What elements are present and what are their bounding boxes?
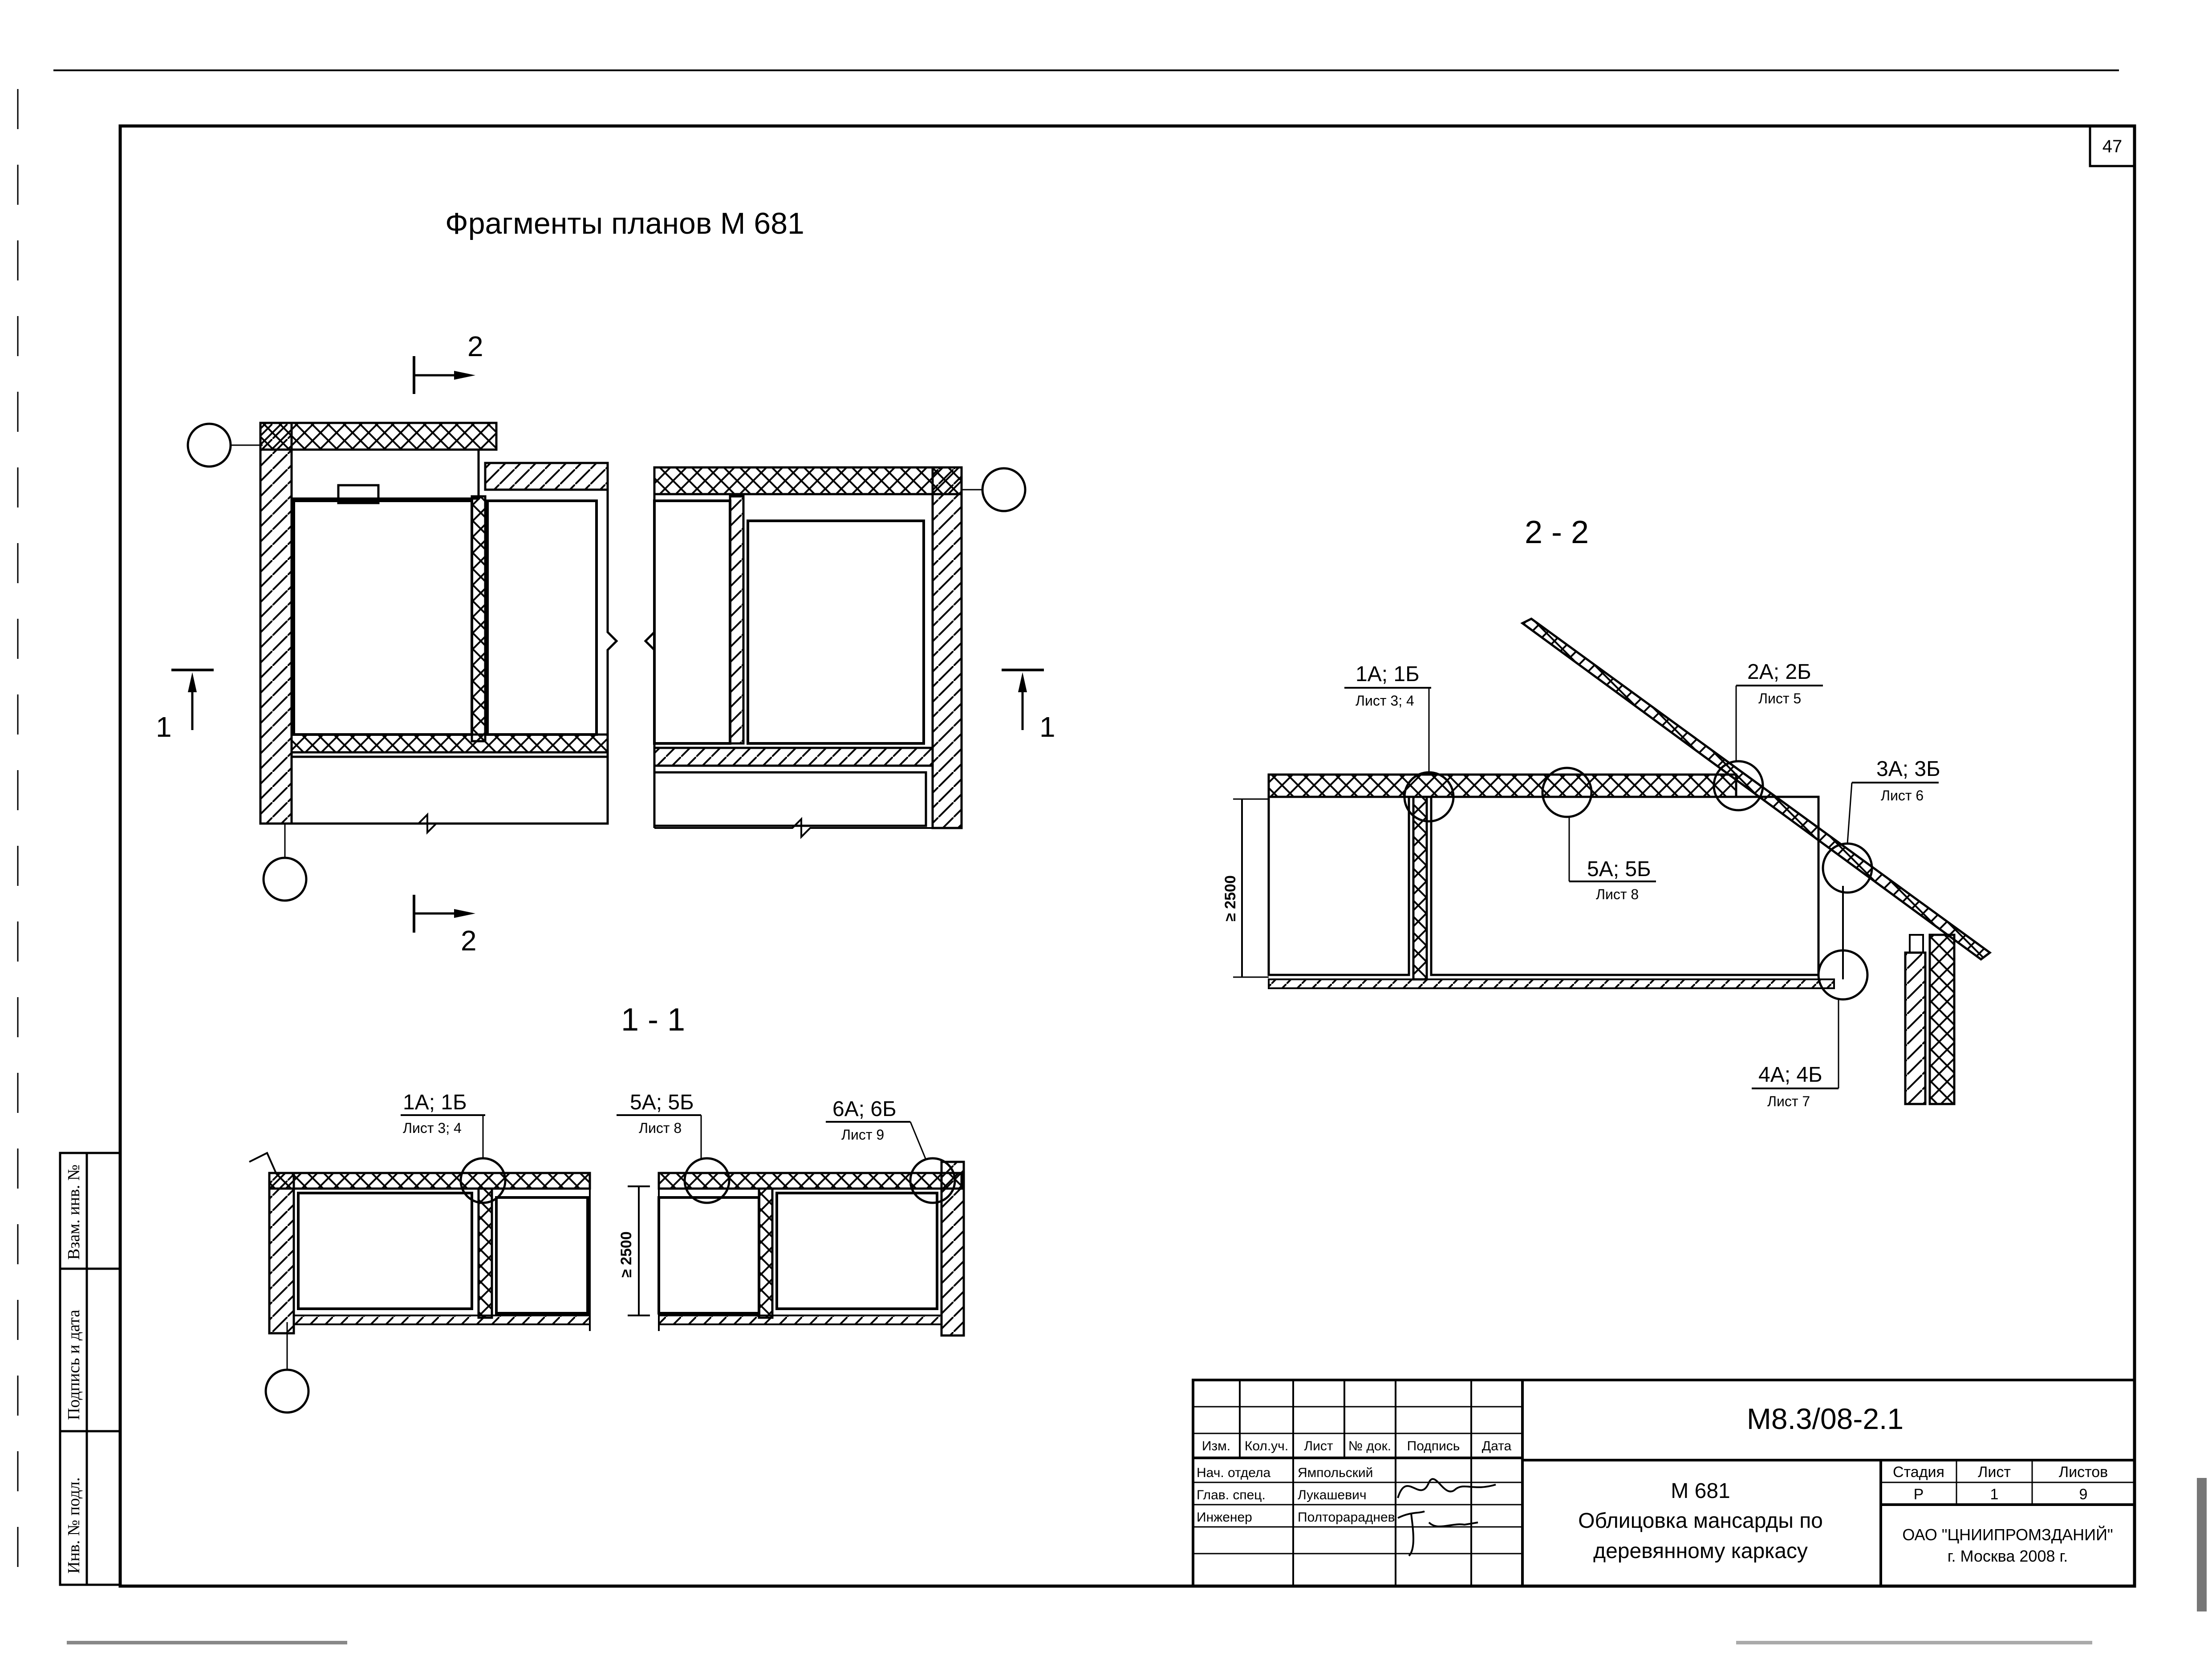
sheet-frame	[118, 124, 2136, 1588]
name-1: Ямпольский	[1298, 1465, 1373, 1480]
svg-text:1А; 1Б: 1А; 1Б	[403, 1091, 467, 1114]
callout-2-2-e: 4А; 4Б Лист 7	[1752, 999, 1839, 1109]
plan-fragment-right	[644, 466, 963, 839]
col-sign: Подпись	[1407, 1439, 1460, 1453]
callout-2-2-d: 5А; 5Б Лист 8	[1568, 817, 1656, 902]
svg-text:Лист 8: Лист 8	[1596, 886, 1639, 902]
org-city-year: г. Москва 2008 г.	[1948, 1547, 2068, 1565]
signature-1	[1397, 1478, 1496, 1498]
scan-edge-marks	[17, 89, 2207, 1644]
node-circle	[1817, 949, 1869, 1001]
node-circle	[909, 1157, 956, 1204]
section-cut-1-left: 1	[156, 669, 214, 743]
svg-text:Лист 3; 4: Лист 3; 4	[403, 1120, 462, 1136]
sheet-header: Лист	[1978, 1464, 2011, 1481]
node-circle	[683, 1157, 731, 1204]
title-block-grid	[1192, 1379, 2136, 1587]
page-number: 47	[2102, 137, 2123, 156]
col-list: Лист	[1304, 1439, 1333, 1453]
sheets-header: Листов	[2059, 1464, 2108, 1481]
axis-marker-circle	[264, 1368, 310, 1414]
doc-title-2: Облицовка мансарды по	[1578, 1509, 1823, 1533]
svg-text:1: 1	[1039, 711, 1055, 743]
sheets-value: 9	[2079, 1486, 2088, 1503]
svg-text:Лист 5: Лист 5	[1758, 690, 1801, 706]
svg-text:Лист 9: Лист 9	[841, 1127, 884, 1143]
section-cut-2-bottom: 2	[413, 895, 477, 957]
col-kol: Кол.уч.	[1245, 1439, 1288, 1453]
section-1-1-height: ≥ 2500	[618, 1231, 635, 1278]
side-stamp-cell-1: Взам. инв. №	[65, 1165, 83, 1260]
section-cut-1-right: 1	[1002, 669, 1055, 743]
callout-1-1-a: 1А; 1Б Лист 3; 4	[401, 1091, 485, 1158]
svg-text:Лист 6: Лист 6	[1881, 787, 1924, 804]
svg-text:5А; 5Б: 5А; 5Б	[1587, 857, 1651, 881]
col-izm: Изм.	[1202, 1439, 1230, 1453]
svg-text:1: 1	[156, 711, 172, 743]
svg-text:2: 2	[461, 925, 477, 957]
svg-text:4А; 4Б: 4А; 4Б	[1758, 1063, 1822, 1087]
name-2: Лукашевич	[1298, 1488, 1367, 1502]
section-2-2-drawing	[1233, 617, 1992, 1105]
callout-1-1-c: 6А; 6Б Лист 9	[826, 1097, 927, 1160]
callout-1-1-b: 5А; 5Б Лист 8	[617, 1091, 702, 1158]
svg-text:2: 2	[467, 330, 483, 362]
role-1: Нач. отдела	[1197, 1465, 1270, 1480]
svg-text:2А; 2Б: 2А; 2Б	[1747, 660, 1811, 684]
section-2-2-height: ≥ 2500	[1222, 875, 1239, 921]
org-name: ОАО "ЦНИИПРОМЗДАНИЙ"	[1902, 1525, 2113, 1544]
col-date: Дата	[1482, 1439, 1512, 1453]
role-3: Инженер	[1197, 1510, 1252, 1525]
doc-code: М8.3/08-2.1	[1747, 1402, 1904, 1435]
col-doc: № док.	[1348, 1439, 1391, 1453]
callout-2-2-b: 2А; 2Б Лист 5	[1735, 660, 1823, 761]
side-stamp-cell-3: Инв. № подл.	[65, 1477, 83, 1574]
section-2-2-title: 2 - 2	[1525, 515, 1589, 550]
node-circle	[1541, 767, 1593, 818]
svg-text:Лист 7: Лист 7	[1767, 1093, 1810, 1109]
stage-header: Стадия	[1893, 1464, 1944, 1481]
svg-text:1А; 1Б: 1А; 1Б	[1356, 662, 1420, 686]
page-number-box	[2089, 125, 2136, 167]
plan-fragment-left	[259, 422, 618, 835]
axis-marker-circle	[262, 856, 308, 902]
section-1-1-drawing	[249, 1152, 965, 1337]
signature-2	[1397, 1510, 1478, 1557]
callout-2-2-c: 3А; 3Б Лист 6	[1847, 757, 1940, 844]
node-circle	[1713, 760, 1764, 812]
svg-text:5А; 5Б: 5А; 5Б	[630, 1091, 694, 1114]
section-1-1-title: 1 - 1	[621, 1002, 685, 1038]
axis-marker-circle	[981, 467, 1027, 512]
side-stamp	[59, 1152, 122, 1586]
callout-2-2-a: 1А; 1Б Лист 3; 4	[1344, 662, 1431, 772]
svg-text:Лист 8: Лист 8	[639, 1120, 682, 1136]
sheet-title: Фрагменты планов М 681	[445, 207, 804, 240]
svg-text:3А; 3Б: 3А; 3Б	[1876, 757, 1940, 781]
axis-marker-circle	[187, 422, 232, 468]
sheet-value: 1	[1990, 1486, 1999, 1503]
doc-title-1: М 681	[1671, 1479, 1730, 1503]
section-cut-2-top: 2	[413, 330, 483, 394]
svg-text:6А; 6Б: 6А; 6Б	[832, 1097, 897, 1121]
side-stamp-cell-2: Подпись и дата	[65, 1310, 83, 1420]
doc-title-3: деревянному каркасу	[1593, 1539, 1808, 1563]
stage-value: Р	[1914, 1486, 1924, 1503]
name-3: Полторараднев	[1298, 1510, 1395, 1525]
role-2: Глав. спец.	[1197, 1488, 1266, 1502]
svg-text:Лист 3; 4: Лист 3; 4	[1356, 693, 1414, 709]
